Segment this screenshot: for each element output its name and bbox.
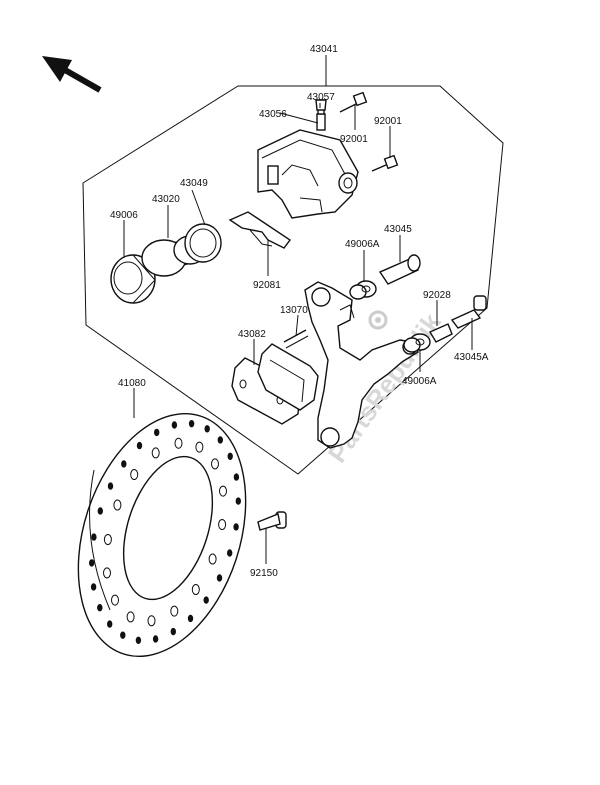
disc-hole <box>203 596 209 604</box>
bleeder-cap <box>315 99 327 111</box>
label-49006A-lower: 49006A <box>402 376 437 387</box>
disc-hole <box>204 425 210 433</box>
label-43049: 43049 <box>180 178 208 189</box>
caliper-assembly-outline <box>82 85 504 475</box>
caliper-body <box>257 129 359 219</box>
disc-hole <box>227 549 233 557</box>
piston-seal <box>184 223 222 263</box>
disc-hole <box>113 499 122 511</box>
caliper-bolt-lower <box>371 154 399 172</box>
disc-hole <box>136 441 143 450</box>
label-43045A: 43045A <box>454 352 489 363</box>
disc-hole <box>121 460 127 468</box>
disc-hole <box>97 507 104 515</box>
disc-hole <box>211 458 219 470</box>
label-43045: 43045 <box>384 224 412 235</box>
label-92001-lower: 92001 <box>374 116 402 127</box>
disc-hole <box>90 583 97 591</box>
caliper-bolt-upper <box>339 91 368 113</box>
disc-hole <box>170 627 177 636</box>
disc-hole <box>147 615 156 627</box>
watermark-gear-icon <box>368 310 388 330</box>
label-49006A-upper: 49006A <box>345 239 380 250</box>
disc-hole <box>91 533 97 541</box>
disc-hole <box>218 519 227 530</box>
disc-hole <box>171 421 178 429</box>
disc-hole <box>233 473 240 481</box>
disc-hole <box>188 420 195 428</box>
label-49006: 49006 <box>110 210 138 221</box>
disc-hole <box>235 497 242 505</box>
rubber-boot-lower <box>403 333 431 353</box>
label-43057: 43057 <box>307 92 335 103</box>
label-41080: 41080 <box>118 378 146 389</box>
disc-drill-holes <box>89 420 242 644</box>
disc-hole <box>152 635 159 643</box>
part-number-labels: 43041 43057 43056 92001 92001 43049 4302… <box>110 44 489 579</box>
label-92028: 92028 <box>423 290 451 301</box>
disc-hole <box>111 594 119 606</box>
disc-hole <box>97 604 103 612</box>
disc-hole <box>195 441 204 453</box>
disc-hole <box>170 605 179 617</box>
brake-disc <box>77 412 247 658</box>
leader-lines <box>123 55 473 564</box>
slide-pin-sleeve-upper <box>378 254 421 285</box>
disc-hole <box>208 553 217 565</box>
disc-hole <box>219 485 227 497</box>
pad-spring <box>228 211 292 249</box>
disc-mounting-bolt <box>257 511 287 531</box>
disc-hole <box>120 631 126 639</box>
label-43082: 43082 <box>238 329 266 340</box>
slide-bolt <box>428 323 453 343</box>
disc-hole <box>216 574 223 582</box>
label-43056: 43056 <box>259 109 287 120</box>
disc-hole <box>191 584 200 595</box>
disc-hole <box>103 534 112 545</box>
disc-hole <box>151 447 160 459</box>
label-92081: 92081 <box>253 280 281 291</box>
disc-hole <box>103 567 111 579</box>
disc-hole <box>107 482 114 490</box>
label-92150: 92150 <box>250 568 278 579</box>
brake-pad-inner <box>257 343 319 411</box>
disc-hole <box>107 620 113 628</box>
disc-hole <box>174 437 183 449</box>
disc-hole <box>126 611 135 623</box>
label-92001-upper: 92001 <box>340 134 368 145</box>
slide-pin-lower <box>450 295 487 329</box>
front-direction-arrow-icon <box>42 56 102 93</box>
disc-hole <box>227 452 233 460</box>
label-43020: 43020 <box>152 194 180 205</box>
caliper-bracket <box>304 281 419 449</box>
label-13070: 13070 <box>280 305 308 316</box>
rubber-boot-upper <box>349 280 377 300</box>
disc-hole <box>89 559 95 567</box>
dust-seal <box>110 254 156 304</box>
disc-hole <box>233 523 239 531</box>
disc-hole <box>217 436 224 444</box>
label-43041: 43041 <box>310 44 338 55</box>
bleeder-valve <box>316 107 326 131</box>
disc-hole <box>154 428 160 437</box>
pad-pin <box>283 329 309 349</box>
disc-hole <box>135 636 142 644</box>
disc-hole <box>130 469 139 480</box>
disc-hole <box>187 614 194 623</box>
